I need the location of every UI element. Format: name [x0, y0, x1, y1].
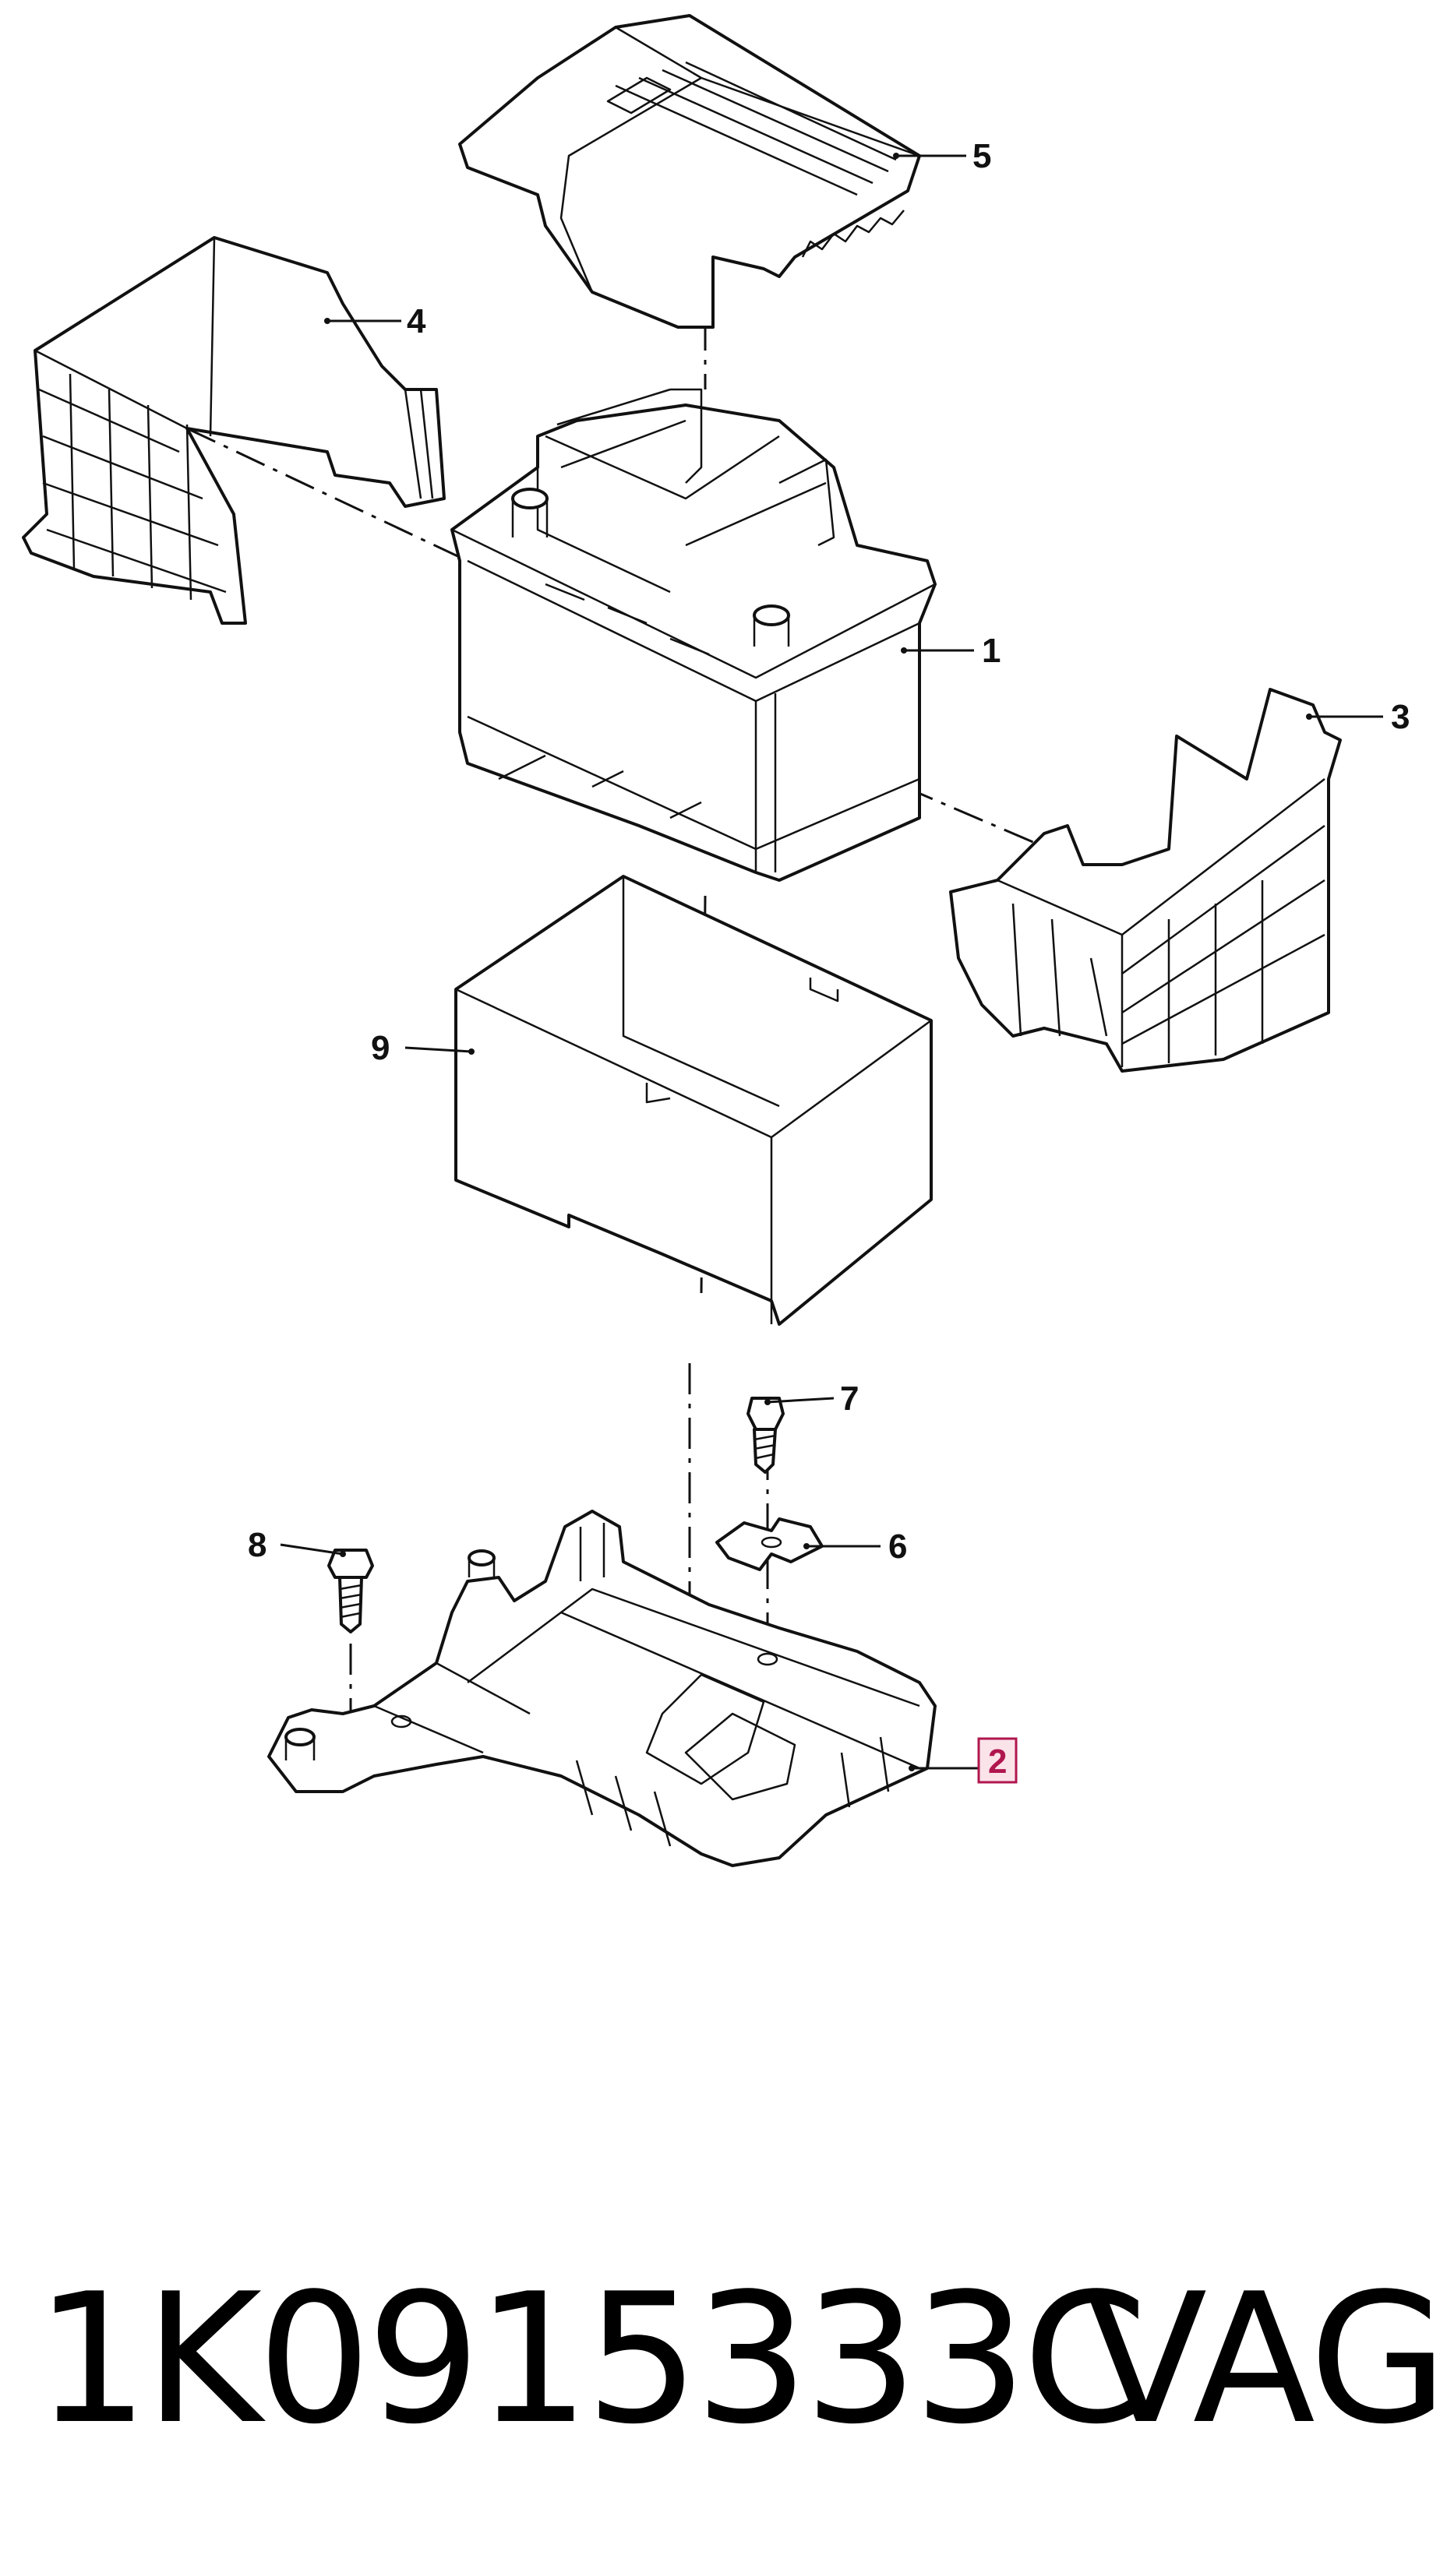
callout-8: 8	[248, 1526, 266, 1564]
brand-name: VAG	[1085, 2256, 1440, 2464]
leader-7	[767, 1397, 835, 1404]
screw-part-7	[746, 1397, 785, 1474]
battery-cover-part-5	[458, 14, 921, 329]
bolt-part-8	[327, 1549, 374, 1633]
right-heat-shield-part-3	[949, 688, 1342, 1073]
callout-2: 2	[988, 1743, 1007, 1781]
part-number: 1K0915333C	[35, 2256, 1148, 2464]
battery-tray-part-2	[267, 1510, 937, 1867]
callout-6: 6	[888, 1528, 907, 1566]
callout-2-highlight-box	[977, 1737, 1018, 1784]
exploded-parts-diagram: 1 2 3 4 5 6 7 8 9	[22, 14, 1410, 1867]
leader-8	[280, 1543, 344, 1556]
assembly-axis-right	[903, 785, 1068, 858]
insulation-sleeve-part-9	[454, 875, 933, 1326]
left-heat-shield-part-4	[22, 236, 446, 625]
callout-5: 5	[972, 137, 991, 175]
callout-7: 7	[840, 1380, 859, 1418]
leader-9	[404, 1046, 472, 1053]
callout-3: 3	[1391, 698, 1410, 736]
callout-1: 1	[982, 632, 1001, 670]
callout-4: 4	[407, 302, 426, 340]
callout-9: 9	[371, 1029, 390, 1067]
battery-part-1	[450, 388, 937, 882]
footer: 1K0915333C VAG	[0, 2243, 1440, 2477]
